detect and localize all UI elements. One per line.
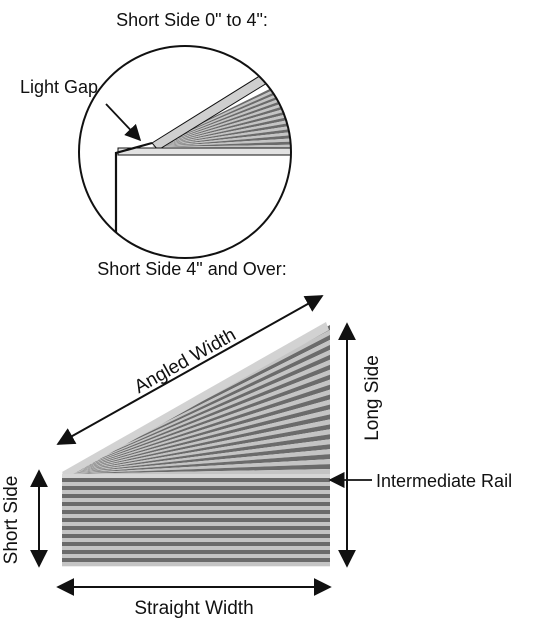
detail-pleat [152,87,291,147]
detail-circle-outline [78,45,292,259]
detail-pleat [152,100,291,147]
straight-pleat [62,502,330,507]
detail-pleat [152,94,291,147]
angled-pleat [62,429,330,474]
angled-pleat [62,469,330,474]
straight-pleat [62,542,330,547]
detail-frame-corner [114,141,153,258]
angled-pleat [62,434,330,474]
detail-bottom-rail [117,147,291,156]
detail-pleat [152,90,291,147]
straight-pleat [62,514,330,519]
angled-pleat [62,464,330,474]
detail-pleat [152,77,291,147]
bottom-section-title: Short Side 4" and Over: [97,259,287,279]
straight-pleat [62,562,330,567]
straight-pleat [62,538,330,543]
detail-pleat [152,97,291,147]
straight-pleat-section [62,478,330,567]
detail-pleat [152,134,291,147]
detail-circle-view [78,45,292,259]
angled-pleat [62,439,330,474]
detail-pleat [152,111,291,147]
straight-pleat [62,482,330,487]
detail-pleat [152,131,291,147]
light-gap-pointer [105,103,142,142]
short-side-label: Short Side [1,476,22,565]
straight-pleat [62,526,330,531]
angled-width-arrow [56,295,324,445]
detail-shade-fan [152,74,291,148]
straight-pleat [62,546,330,551]
straight-pleat [62,510,330,515]
straight-pleat [62,554,330,559]
detail-pleat [152,107,291,147]
angled-pleat [62,449,330,474]
straight-pleat [62,478,330,483]
light-gap-label: Light Gap [20,77,98,97]
angled-pleat [62,444,330,474]
top-section-title: Short Side 0" to 4": [116,10,268,30]
straight-pleat [62,506,330,511]
straight-pleat [62,534,330,539]
detail-pleat [152,117,291,147]
straight-pleat [62,490,330,495]
straight-pleat [62,530,330,535]
angled-pleat [62,459,330,474]
long-side-label: Long Side [362,355,383,441]
straight-pleat [62,558,330,563]
straight-pleat [62,518,330,523]
detail-pleat [152,144,291,148]
straight-width-label: Straight Width [134,598,253,619]
straight-pleat [62,522,330,527]
straight-pleat [62,494,330,499]
detail-pleat [152,124,291,147]
detail-pleat [152,104,291,147]
straight-pleat [62,550,330,555]
detail-pleat [152,114,291,147]
intermediate-rail [62,474,330,478]
detail-pleat [152,80,291,147]
detail-pleat [152,137,291,147]
detail-pleat [152,121,291,147]
detail-pleat [152,141,291,147]
detail-pleat [152,127,291,147]
detail-pleat [152,84,291,147]
straight-pleat [62,486,330,491]
straight-pleat [62,498,330,503]
angled-pleat [62,454,330,474]
intermediate-rail-label: Intermediate Rail [376,471,512,491]
